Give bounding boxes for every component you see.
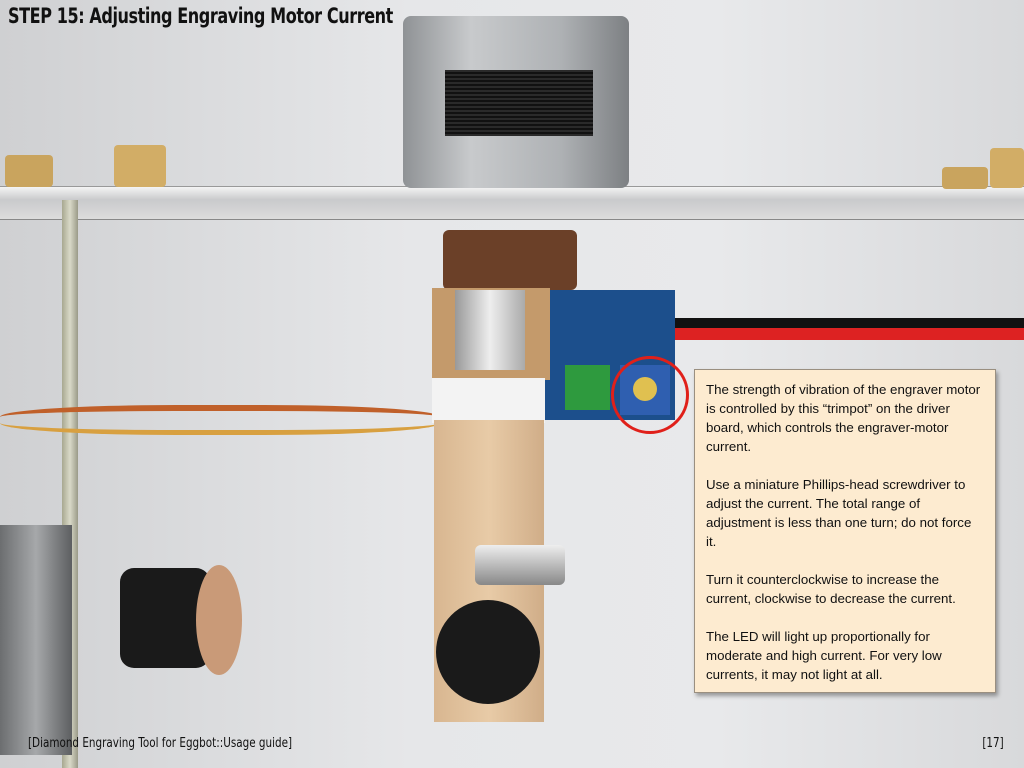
note-paragraph: The LED will light up proportionally for… bbox=[706, 629, 942, 682]
motor-band bbox=[445, 70, 593, 136]
note-paragraph: Use a miniature Phillips-head screwdrive… bbox=[706, 477, 972, 549]
highlight-circle bbox=[611, 356, 689, 434]
knurled-nut bbox=[5, 155, 53, 187]
gear bbox=[436, 600, 540, 704]
vibration-motor bbox=[475, 545, 565, 585]
note-paragraph: Turn it counterclockwise to increase the… bbox=[706, 572, 956, 606]
left-motor bbox=[0, 525, 72, 755]
wire-bundle bbox=[0, 405, 440, 435]
white-block bbox=[432, 378, 545, 423]
knurled-nut bbox=[990, 148, 1024, 188]
note-paragraph: The strength of vibration of the engrave… bbox=[706, 382, 981, 454]
metal-clip bbox=[455, 290, 525, 370]
acrylic-plate bbox=[0, 186, 1024, 220]
knurled-nut bbox=[942, 167, 988, 189]
pulley bbox=[120, 568, 210, 668]
page-title: STEP 15: Adjusting Engraving Motor Curre… bbox=[8, 4, 393, 28]
knurled-nut bbox=[114, 145, 166, 187]
footer-guide-title: [Diamond Engraving Tool for Eggbot::Usag… bbox=[28, 736, 293, 751]
instruction-note: The strength of vibration of the engrave… bbox=[694, 369, 996, 693]
terminal-block bbox=[565, 365, 610, 410]
cork-disc bbox=[196, 565, 242, 675]
page-number: [17] bbox=[982, 736, 1004, 751]
motor-mount bbox=[443, 230, 577, 290]
red-black-cable bbox=[570, 318, 1024, 340]
